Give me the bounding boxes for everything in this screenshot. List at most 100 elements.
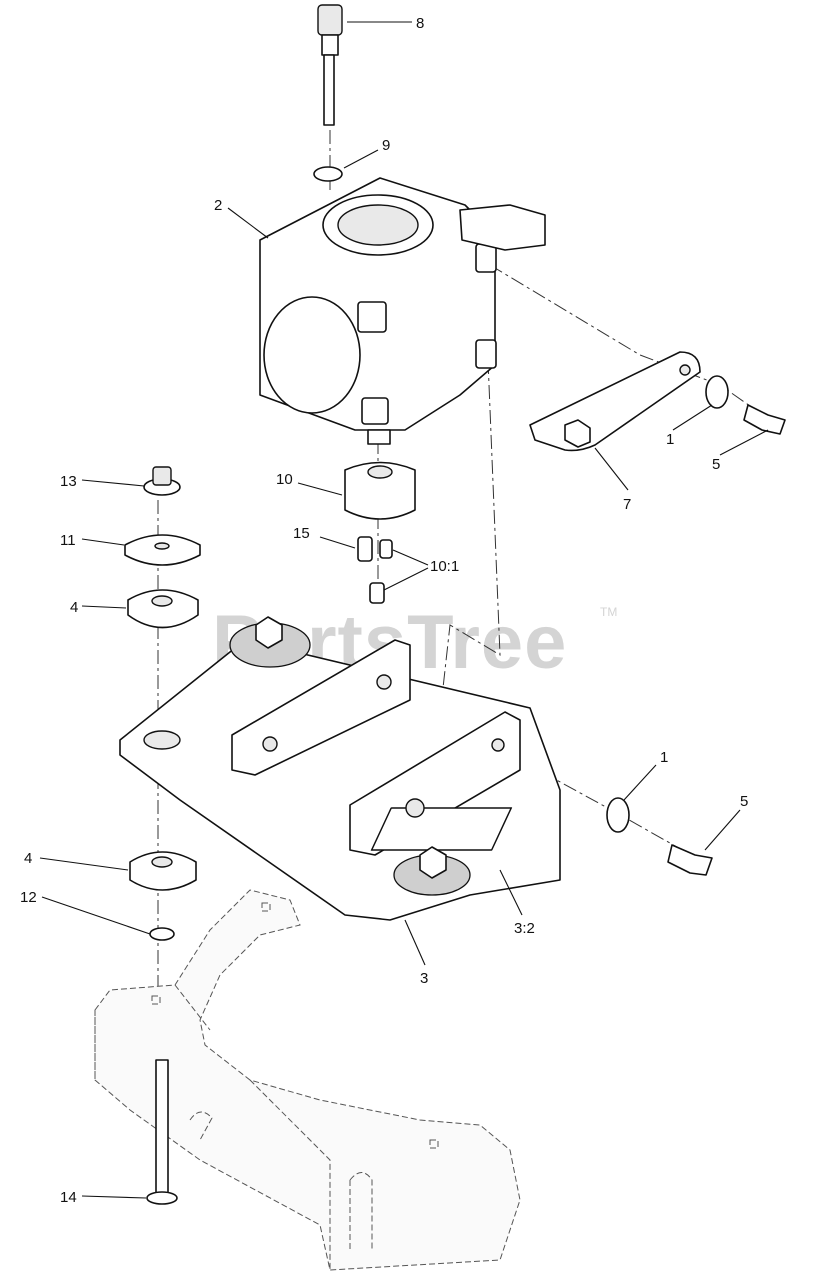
callout-8: 8 bbox=[416, 15, 424, 32]
leader-lines bbox=[39, 21, 769, 1199]
bracket-stud bbox=[491, 738, 505, 752]
leader-10-1b bbox=[383, 567, 429, 591]
isolator-body bbox=[129, 851, 197, 891]
frame-hole bbox=[429, 1139, 439, 1149]
part-carriage-bolt bbox=[146, 1059, 178, 1205]
leader-7 bbox=[594, 447, 629, 491]
leader-5a bbox=[719, 429, 769, 456]
callout-13: 13 bbox=[60, 473, 77, 490]
part-gearbox bbox=[259, 177, 546, 445]
leader-1a bbox=[672, 404, 713, 431]
isolator-hole bbox=[151, 595, 173, 607]
washer-hole bbox=[154, 542, 170, 550]
leader-4a bbox=[81, 605, 127, 609]
lower-bolt-axis bbox=[439, 359, 501, 746]
leader-14 bbox=[81, 1195, 147, 1199]
callout-3: 3 bbox=[420, 970, 428, 987]
part-coupler bbox=[344, 461, 416, 520]
frame-slot bbox=[349, 1172, 373, 1250]
leader-3 bbox=[404, 919, 426, 966]
leader-5b bbox=[704, 809, 741, 851]
vent-cap bbox=[317, 4, 343, 36]
part-mounting-bracket bbox=[119, 616, 561, 921]
coupler-body bbox=[344, 461, 416, 520]
part-sealing-washer bbox=[313, 166, 343, 182]
leader-15 bbox=[319, 536, 356, 549]
bracket-bolt bbox=[405, 798, 425, 818]
bracket-hole bbox=[143, 730, 181, 750]
callout-14: 14 bbox=[60, 1189, 77, 1206]
callout-10-1: 10:1 bbox=[430, 558, 459, 575]
leader-1b bbox=[623, 764, 657, 801]
gearbox-lug bbox=[475, 339, 497, 369]
callout-1-lower: 1 bbox=[660, 749, 668, 766]
gearbox-lug bbox=[361, 397, 389, 425]
part-lock-washer bbox=[149, 927, 175, 941]
callout-10: 10 bbox=[276, 471, 293, 488]
arm-hole bbox=[679, 364, 691, 376]
callout-9: 9 bbox=[382, 137, 390, 154]
leader-11 bbox=[81, 538, 125, 546]
frame-outline bbox=[94, 889, 521, 1271]
part-vent bbox=[317, 4, 343, 126]
bolt-head bbox=[146, 1191, 178, 1205]
leader-9 bbox=[343, 149, 379, 169]
part-isolator-upper bbox=[127, 589, 199, 629]
bracket-stud bbox=[376, 674, 392, 690]
arm-nut bbox=[564, 419, 591, 448]
upper-bolt-axis bbox=[489, 264, 771, 421]
part-flat-washer bbox=[606, 797, 630, 833]
callout-3-2: 3:2 bbox=[514, 920, 535, 937]
callout-12: 12 bbox=[20, 889, 37, 906]
part-arm bbox=[529, 351, 701, 452]
mount-nut bbox=[255, 616, 283, 649]
isolator-body bbox=[127, 589, 199, 629]
coupler-bore bbox=[367, 465, 393, 479]
leader-2 bbox=[227, 207, 269, 239]
part-hex-bolt bbox=[743, 404, 786, 435]
leader-4b bbox=[39, 857, 129, 871]
leader-12 bbox=[41, 896, 151, 935]
arm-body bbox=[529, 351, 701, 452]
callout-15: 15 bbox=[293, 525, 310, 542]
gearbox-top-bore-inner bbox=[337, 204, 419, 246]
bolt-shank bbox=[155, 1059, 169, 1196]
leader-3-2 bbox=[499, 869, 523, 916]
gearbox-lug bbox=[475, 243, 497, 273]
callout-5-lower: 5 bbox=[740, 793, 748, 810]
isolator-hole bbox=[151, 856, 173, 868]
part-washer-large bbox=[124, 534, 201, 566]
mount-nut bbox=[419, 846, 447, 879]
leader-10-1a bbox=[392, 549, 429, 566]
frame-edges bbox=[94, 984, 331, 1270]
frame-slot bbox=[189, 1111, 213, 1141]
part-isolator-lower bbox=[129, 851, 197, 891]
vent-tube bbox=[323, 54, 335, 126]
part-pin bbox=[369, 582, 385, 604]
frame-hole bbox=[261, 902, 271, 912]
callout-11: 11 bbox=[60, 532, 76, 549]
callout-labels: 8 9 2 10 15 10:1 13 11 4 4 12 14 1 5 7 1… bbox=[20, 15, 748, 1206]
callout-4-lower: 4 bbox=[24, 850, 32, 867]
part-hex-bolt bbox=[667, 844, 713, 876]
callout-2: 2 bbox=[214, 197, 222, 214]
callout-7: 7 bbox=[623, 496, 631, 513]
mower-frame-phantom bbox=[94, 889, 521, 1271]
decal-label bbox=[370, 807, 513, 851]
part-key bbox=[357, 536, 373, 562]
bracket-stud bbox=[262, 736, 278, 752]
watermark-trademark: TM bbox=[600, 605, 617, 619]
gearbox-input-shaft bbox=[459, 204, 546, 251]
part-flange-nut bbox=[143, 466, 181, 496]
gearbox-lug bbox=[357, 301, 387, 333]
part-pins bbox=[357, 536, 393, 604]
nut-body bbox=[152, 466, 172, 486]
leader-13 bbox=[81, 479, 145, 487]
washer-disc bbox=[124, 534, 201, 566]
leader-10 bbox=[297, 482, 343, 496]
callout-1-upper: 1 bbox=[666, 431, 674, 448]
part-flat-washer bbox=[705, 375, 729, 409]
callout-4-upper: 4 bbox=[70, 599, 78, 616]
gearbox-output-shaft bbox=[367, 429, 391, 445]
